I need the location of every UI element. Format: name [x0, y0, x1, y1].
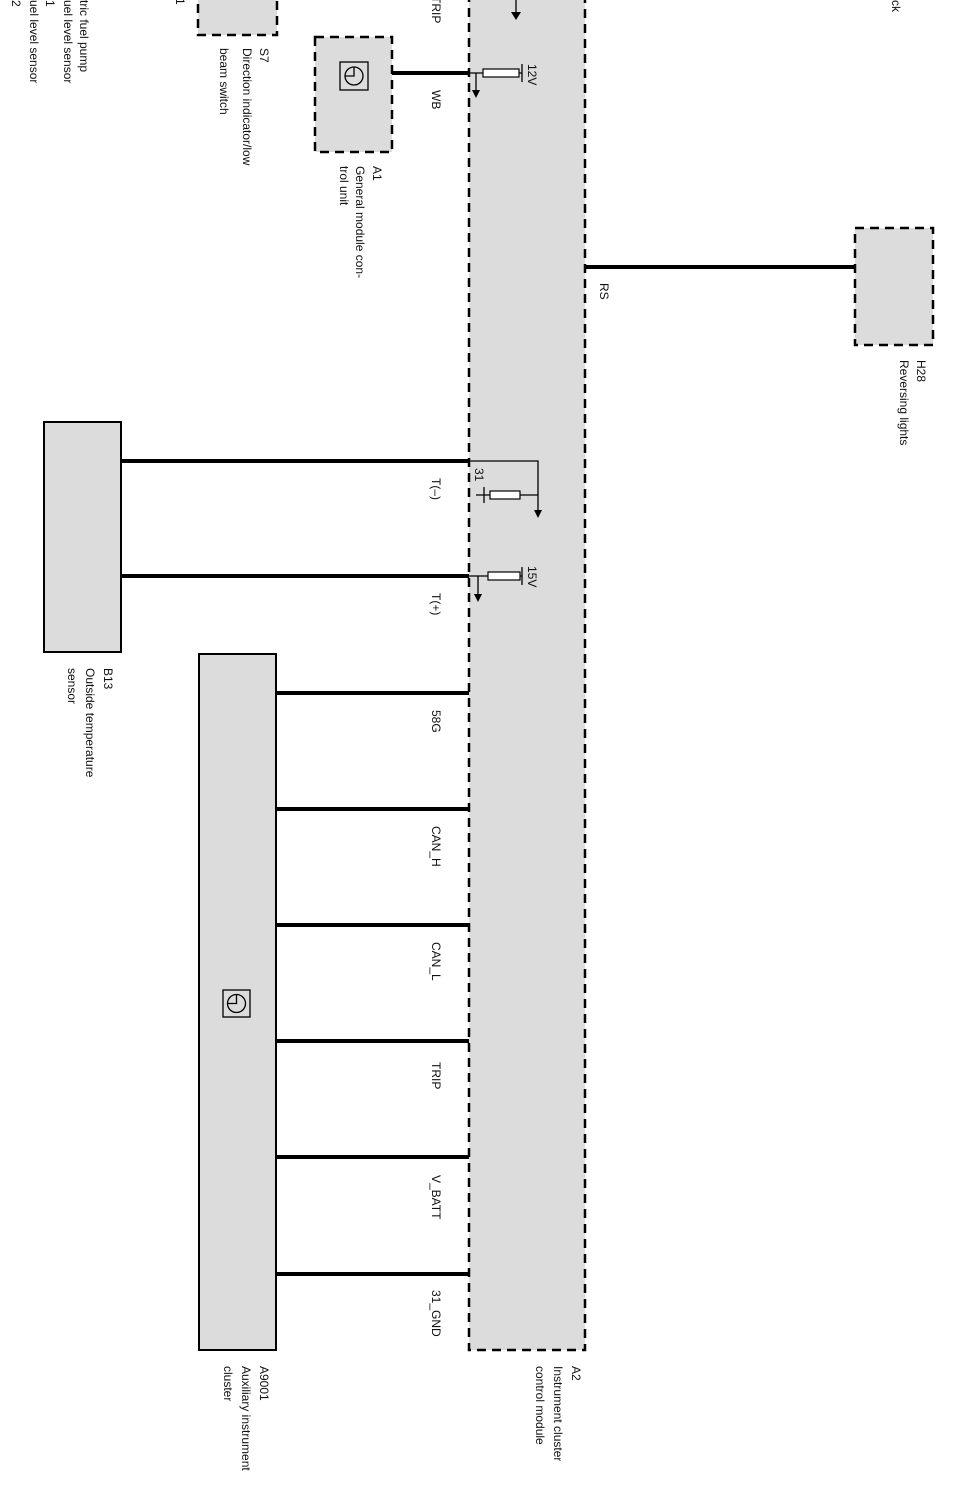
cutoff-label: 1 — [43, 0, 57, 7]
s7-name-2: beam switch — [217, 48, 231, 115]
b13-id: B13 — [101, 668, 115, 690]
a1-name-2: trol unit — [337, 166, 351, 206]
cutoff-label: tric fuel pump — [77, 0, 91, 72]
s7-id: S7 — [257, 48, 271, 63]
a2-name-2: control module — [533, 1366, 547, 1445]
cutoff-pin-trip: TRIP — [429, 0, 443, 23]
cutoff-label: uel level sensor — [61, 0, 75, 83]
cutoff-label: 1 — [173, 0, 187, 5]
a9001-auxiliary-instrument-cluster-box — [198, 653, 277, 1351]
pulldown-31 — [469, 460, 542, 518]
cutoff-label: ck — [889, 0, 903, 13]
a9001-id: A9001 — [257, 1366, 271, 1401]
b13-name-2: sensor — [65, 668, 79, 704]
h28-id: H28 — [914, 360, 928, 382]
a2-instrument-cluster-control-module — [467, 0, 587, 1352]
s7-switch-box — [196, 0, 279, 37]
pin-label-58g: 58G — [429, 710, 443, 733]
control-unit-icon — [339, 61, 369, 91]
label-12v: 12V — [525, 64, 539, 85]
b13-name: Outside temperature — [83, 668, 97, 778]
a1-name: General module con- — [353, 166, 367, 278]
b13-outside-temperature-sensor-box — [43, 421, 122, 653]
a2-name: Instrument cluster — [551, 1366, 565, 1461]
a9001-name-2: cluster — [221, 1366, 235, 1401]
s7-name: Direction indicator/low — [240, 48, 254, 166]
ground-arrow-icon — [511, 12, 521, 20]
cutoff-labels: tric fuel pump uel level sensor 1 uel le… — [9, 0, 903, 83]
h28-reversing-lights-box — [853, 226, 935, 347]
pin-label-31-gnd: 31_GND — [429, 1290, 443, 1337]
pin-label-v-batt: V_BATT — [429, 1175, 443, 1220]
cutoff-label: uel level sensor — [27, 0, 41, 83]
pin-label-wb: WB — [429, 90, 443, 109]
a9001-name: Auxiliary instrument — [239, 1366, 253, 1471]
label-31: 31 — [472, 468, 486, 482]
label-15v: 15V — [525, 566, 539, 587]
pin-label-can-h: CAN_H — [429, 826, 443, 867]
pullup-12v — [469, 64, 523, 98]
pin-label-rs: RS — [597, 283, 611, 300]
a2-id: A2 — [569, 1366, 583, 1381]
a1-id: A1 — [370, 166, 384, 181]
h28-name: Reversing lights — [897, 360, 911, 445]
pullup-15v — [469, 567, 523, 602]
pin-label-can-l: CAN_L — [429, 942, 443, 981]
cutoff-label: 2 — [9, 0, 23, 7]
pin-label-trip: TRIP — [429, 1062, 443, 1089]
a1-general-module-box — [313, 35, 394, 154]
control-unit-icon — [222, 989, 251, 1018]
pin-label-t-minus: T(–) — [429, 478, 443, 500]
pin-label-t-plus: T(+) — [429, 593, 443, 615]
